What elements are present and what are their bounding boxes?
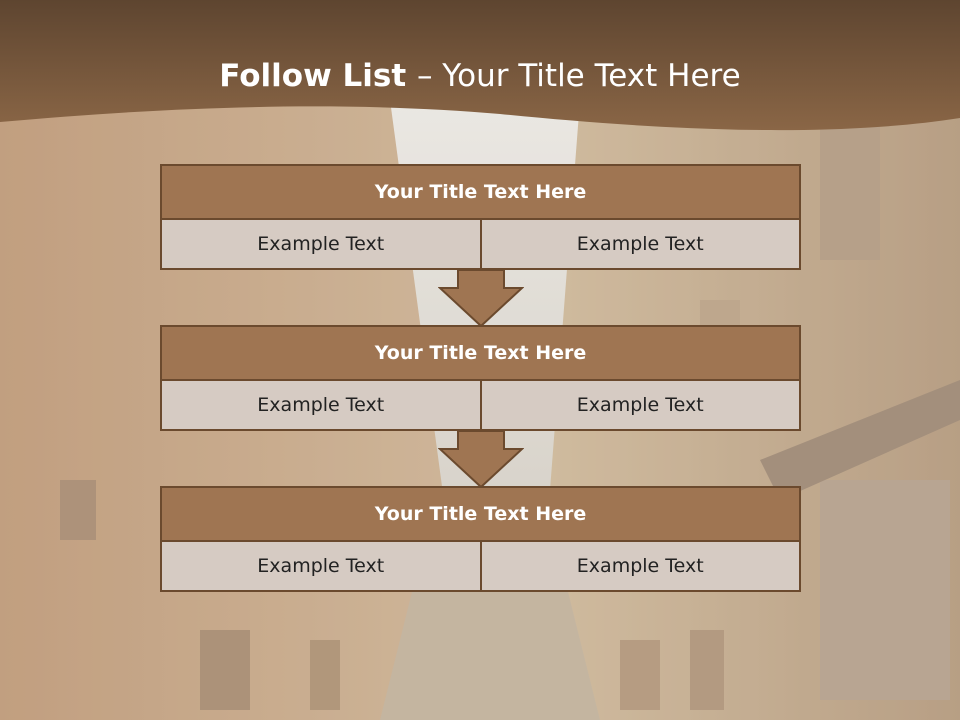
block-right-text[interactable]: Example Text (481, 381, 801, 431)
block-row: Example Text Example Text (160, 381, 801, 431)
down-arrow-icon (438, 431, 524, 489)
down-arrow-icon (438, 270, 524, 328)
block-row: Example Text Example Text (160, 542, 801, 592)
block-title[interactable]: Your Title Text Here (160, 325, 801, 381)
header-banner (0, 0, 960, 131)
title-rest-part: – Your Title Text Here (416, 58, 741, 94)
block-row: Example Text Example Text (160, 220, 801, 270)
block-left-text[interactable]: Example Text (160, 542, 482, 592)
list-block: Your Title Text Here Example Text Exampl… (160, 486, 801, 592)
list-block: Your Title Text Here Example Text Exampl… (160, 325, 801, 431)
slide-title: Follow List – Your Title Text Here (0, 56, 960, 96)
block-right-text[interactable]: Example Text (481, 220, 801, 270)
block-title[interactable]: Your Title Text Here (160, 486, 801, 542)
list-block: Your Title Text Here Example Text Exampl… (160, 164, 801, 270)
block-left-text[interactable]: Example Text (160, 220, 482, 270)
block-left-text[interactable]: Example Text (160, 381, 482, 431)
block-title[interactable]: Your Title Text Here (160, 164, 801, 220)
title-bold-part: Follow List (219, 58, 417, 94)
block-right-text[interactable]: Example Text (481, 542, 801, 592)
